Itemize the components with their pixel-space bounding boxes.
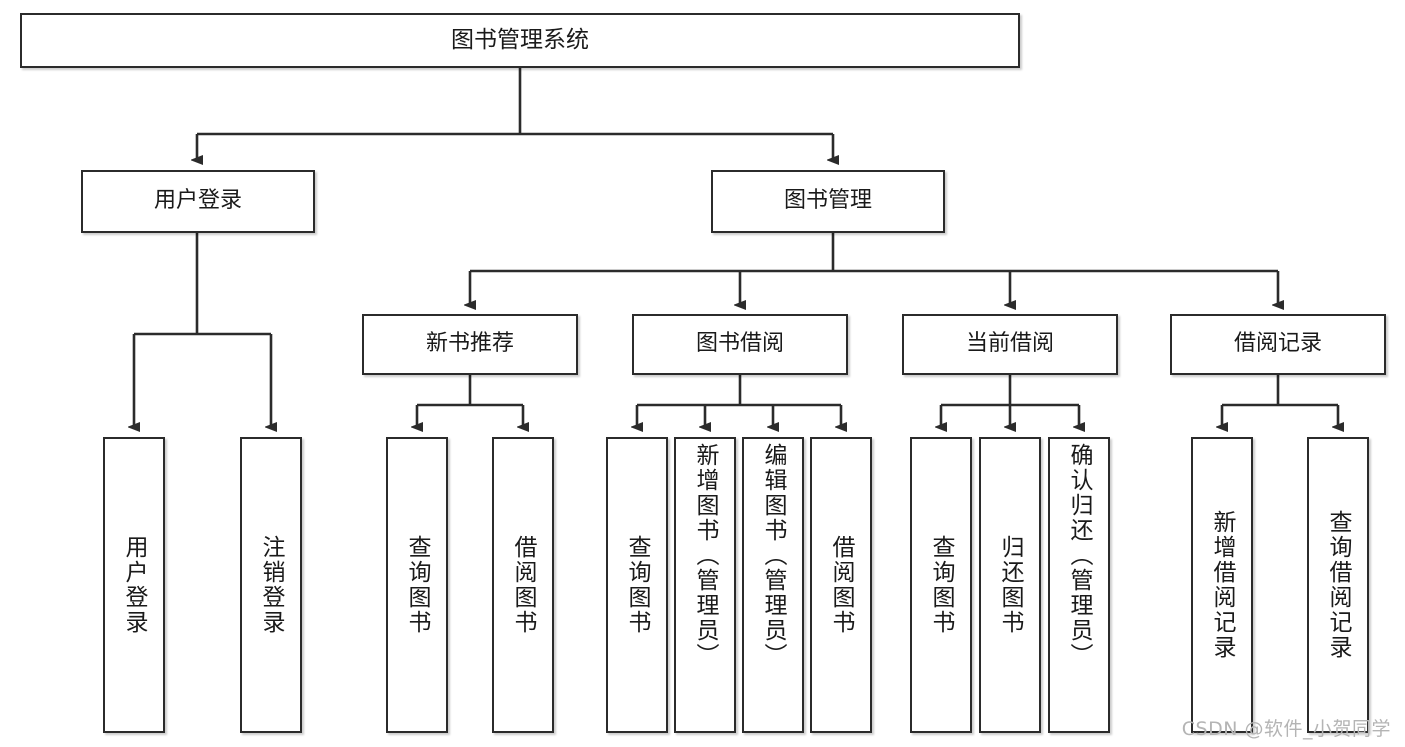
leaf-query-book-borrow[interactable]: 查询图书 <box>606 437 668 733</box>
leaf-add-book-admin[interactable]: 新增图书（管理员） <box>674 437 736 733</box>
node-label: 归还图书 <box>997 535 1024 635</box>
node-label: 借阅记录 <box>1233 331 1322 357</box>
leaf-edit-book-admin[interactable]: 编辑图书（管理员） <box>742 437 804 733</box>
node-label: 图书管理 <box>783 188 872 214</box>
node-label: 借阅图书 <box>828 535 855 635</box>
node-label: 图书管理系统 <box>451 27 589 54</box>
leaf-logout[interactable]: 注销登录 <box>240 437 302 733</box>
node-current-borrow[interactable]: 当前借阅 <box>902 314 1118 375</box>
leaf-confirm-return-admin[interactable]: 确认归还（管理员） <box>1048 437 1110 733</box>
leaf-query-book-recommend[interactable]: 查询图书 <box>386 437 448 733</box>
leaf-user-login[interactable]: 用户登录 <box>103 437 165 733</box>
node-root-book-management-system[interactable]: 图书管理系统 <box>20 13 1020 68</box>
watermark-text: CSDN @软件_小贺同学 <box>1181 718 1391 740</box>
node-label: 确认归还（管理员） <box>1066 443 1093 668</box>
node-label: 当前借阅 <box>965 331 1054 357</box>
node-label: 用户登录 <box>121 535 148 635</box>
node-label: 查询图书 <box>404 535 431 635</box>
node-label: 用户登录 <box>153 188 242 214</box>
node-book-borrow[interactable]: 图书借阅 <box>632 314 848 375</box>
leaf-return-book[interactable]: 归还图书 <box>979 437 1041 733</box>
node-label: 编辑图书（管理员） <box>760 443 787 668</box>
node-label: 查询借阅记录 <box>1325 510 1352 660</box>
node-user-login[interactable]: 用户登录 <box>81 170 315 233</box>
node-label: 注销登录 <box>258 535 285 635</box>
node-label: 新书推荐 <box>425 331 514 357</box>
node-label: 新增图书（管理员） <box>692 443 719 668</box>
node-book-management[interactable]: 图书管理 <box>711 170 945 233</box>
leaf-query-borrow-record[interactable]: 查询借阅记录 <box>1307 437 1369 733</box>
node-borrow-record[interactable]: 借阅记录 <box>1170 314 1386 375</box>
leaf-borrow-book[interactable]: 借阅图书 <box>810 437 872 733</box>
node-label: 查询图书 <box>928 535 955 635</box>
node-label: 图书借阅 <box>695 331 784 357</box>
leaf-borrow-book-recommend[interactable]: 借阅图书 <box>492 437 554 733</box>
node-label: 新增借阅记录 <box>1209 510 1236 660</box>
node-new-book-recommend[interactable]: 新书推荐 <box>362 314 578 375</box>
leaf-query-book-current[interactable]: 查询图书 <box>910 437 972 733</box>
node-label: 借阅图书 <box>510 535 537 635</box>
node-label: 查询图书 <box>624 535 651 635</box>
leaf-add-borrow-record[interactable]: 新增借阅记录 <box>1191 437 1253 733</box>
